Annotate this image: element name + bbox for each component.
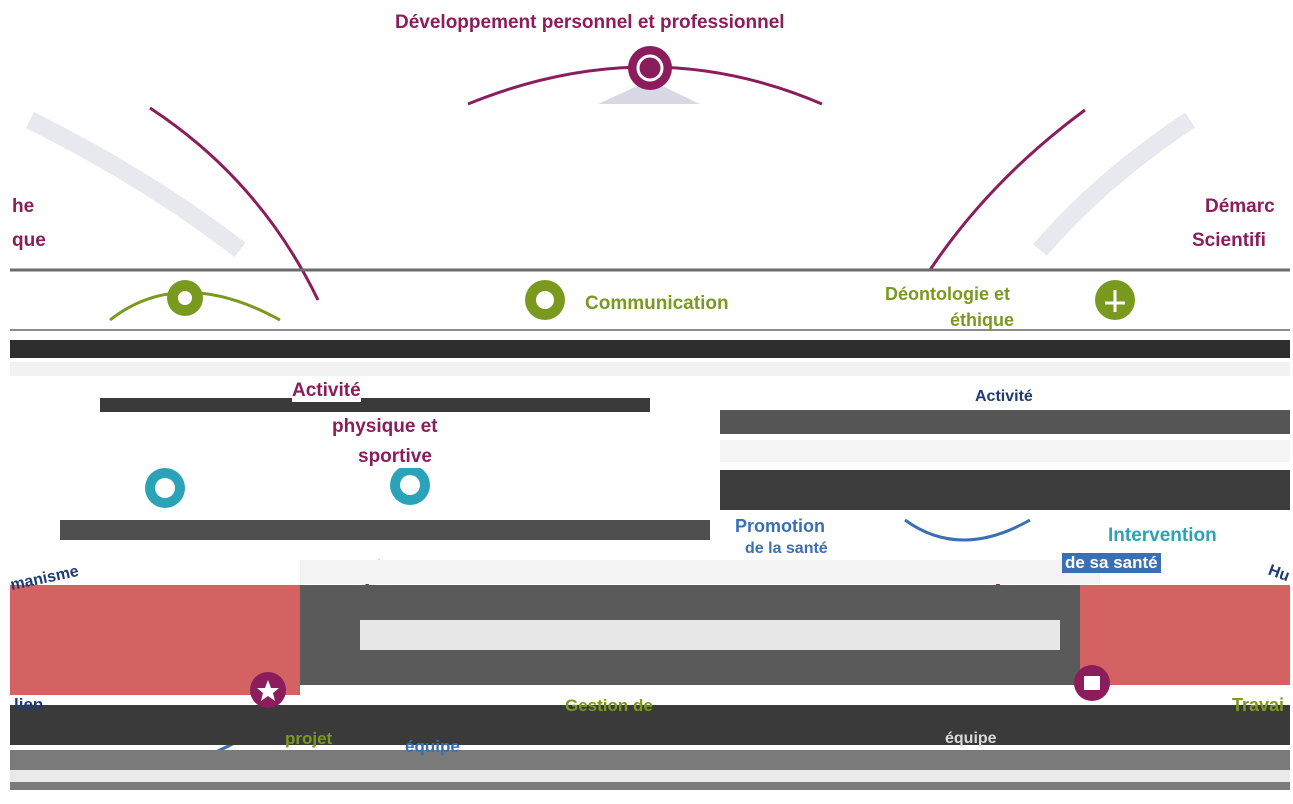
left-title-line-1: he [12,196,35,217]
band-light-mid [360,620,1060,650]
band-dark-1 [10,340,1290,358]
equipe-label: équipe [405,737,460,756]
right-faint-arc [1033,112,1195,256]
band-white-bottom [10,770,1290,782]
band-dark-bottom [10,705,1290,745]
band-gray-3 [720,410,1290,434]
de-la-sante-left-label: de la santé [745,540,828,557]
globe-node-left [145,468,185,508]
band-red-left [10,585,300,695]
right-arc [928,108,1086,271]
band-light-1 [10,362,1290,376]
band-red-right [1080,585,1290,685]
project-node [1074,665,1110,701]
globe-node-center [390,465,430,505]
activite-label-1: Activité [292,380,361,402]
top-title: Développement personnel et professionnel [395,12,785,33]
promotion-label: Promotion [735,516,825,536]
right-title-line-2: Scientifi [1192,230,1266,251]
deontologie-label-2: éthique [950,310,1015,330]
band-mid-5 [60,520,710,540]
activite-right-label: Activité [975,388,1033,405]
center-blue-arc [904,518,1031,542]
activite-label-2: physique et [332,416,438,438]
top-node-icon [628,46,672,90]
travail-label: Travai [1232,695,1285,715]
communication-label: Communication [585,293,729,314]
deontologie-label-1: Déontologie et [885,284,1010,304]
band-white-6 [300,560,1100,584]
band-dark-4 [720,470,1290,510]
lien-label: lien [14,695,44,714]
activite-label-3: sportive [358,446,432,468]
left-gear-node [167,280,203,316]
intervention-label: Intervention [1108,525,1217,546]
de-sa-sante-label: de sa santé [1062,553,1161,573]
communication-icon [525,280,565,320]
top-wedge [598,80,700,104]
band-dark-2 [100,398,650,412]
deontologie-icon [1095,280,1135,320]
star-node [250,672,286,708]
left-title-line-2: que [12,230,46,251]
band-light-3 [720,440,1290,462]
equipe-right-label: équipe [945,730,997,747]
projet-label: projet [285,729,333,748]
left-faint-arc [25,111,246,258]
right-title-line-1: Démarc [1205,196,1275,217]
gestion-label: Gestion de [565,696,653,715]
